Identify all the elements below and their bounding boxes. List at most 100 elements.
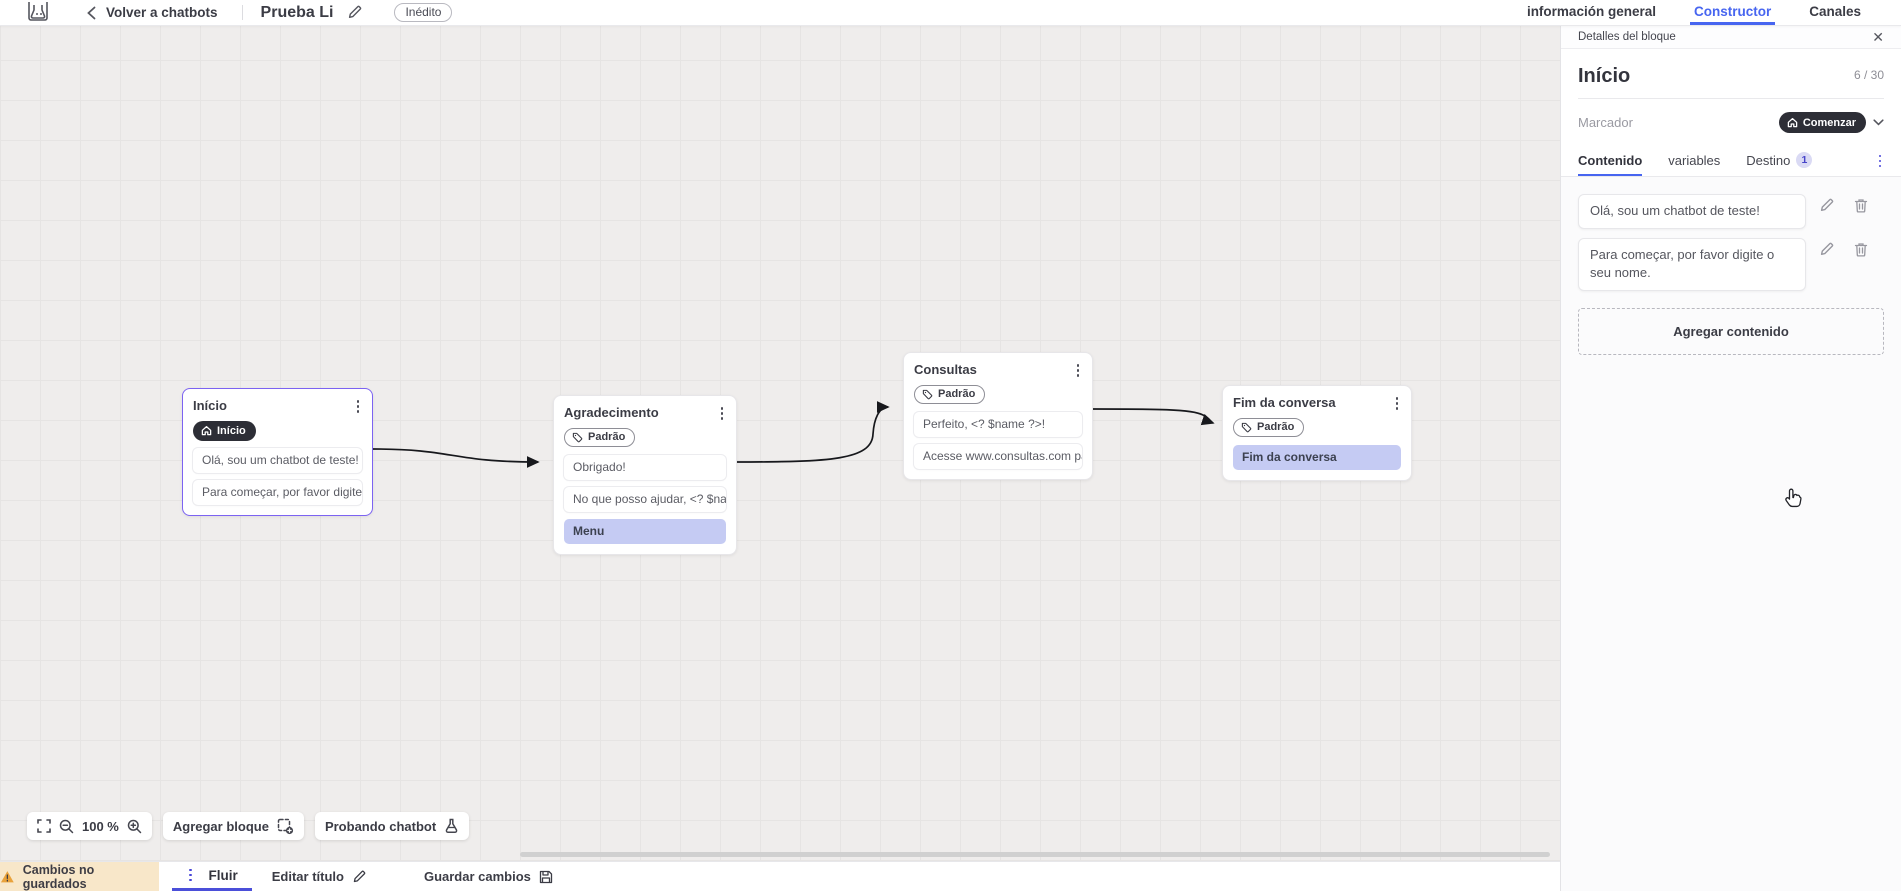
flow-block-fim-da-conversa[interactable]: Fim da conversa Padrão Fim da conversa (1222, 385, 1412, 481)
block-message-row[interactable]: Olá, sou um chatbot de teste! (193, 448, 362, 473)
fit-screen-icon[interactable] (37, 819, 51, 833)
horizontal-scrollbar[interactable] (520, 852, 1550, 857)
marker-value-button[interactable]: Comenzar (1778, 112, 1866, 133)
content-item-row: Para começar, por favor digite o seu nom… (1578, 237, 1884, 291)
type-badge: Padrão (914, 384, 986, 404)
tag-icon (1241, 422, 1252, 432)
block-message-row[interactable]: Acesse www.consultas.com par... (914, 443, 1082, 469)
close-icon[interactable]: ✕ (1872, 29, 1884, 45)
block-menu-icon[interactable] (718, 405, 727, 422)
divider (1578, 98, 1884, 99)
warning-icon (0, 870, 14, 882)
block-name-row: Início 6 / 30 (1561, 49, 1901, 98)
name-char-counter: 6 / 30 (1853, 68, 1884, 82)
content-card[interactable]: Para começar, por favor digite o seu nom… (1578, 237, 1806, 291)
flow-tab-menu-icon[interactable] (186, 867, 195, 884)
chatbot-title: Prueba Li (260, 3, 334, 21)
block-message-row[interactable]: Para começar, por favor digite o ... (193, 480, 362, 505)
content-item-row: Olá, sou um chatbot de teste! (1578, 194, 1884, 229)
tab-constructor[interactable]: Constructor (1689, 0, 1776, 25)
type-badge: Padrão (1233, 417, 1305, 437)
start-badge: Início (193, 420, 256, 441)
marker-row: Marcador Comenzar (1561, 99, 1901, 146)
destino-count-badge: 1 (1796, 152, 1813, 168)
tag-icon (922, 389, 933, 399)
save-icon (539, 870, 553, 883)
canvas-controls: 100 % Agregar bloque Probando chatbot (27, 812, 470, 840)
type-badge: Padrão (564, 427, 636, 447)
tab-contenido[interactable]: Contenido (1578, 146, 1643, 176)
zoom-out-icon[interactable] (59, 819, 74, 834)
pencil-icon[interactable] (1819, 242, 1834, 257)
flow-block-inicio[interactable]: Início Início Olá, sou um chatbot de tes… (182, 388, 373, 516)
top-bar: Volver a chatbots Prueba Li Inédito info… (0, 0, 1901, 26)
block-title: Agradecimento (564, 405, 659, 420)
home-icon (201, 426, 212, 436)
block-message-row[interactable]: Obrigado! (564, 454, 726, 480)
flow-tab-fluir[interactable]: Fluir (172, 862, 252, 891)
chevron-left-icon (87, 6, 96, 20)
unsaved-changes-badge: Cambios no guardados (0, 862, 159, 891)
block-rows: Fim da conversa (1233, 444, 1401, 470)
builder-tabs: información general Constructor Canales (1523, 0, 1865, 25)
save-changes-button[interactable]: Guardar cambios (424, 862, 553, 891)
back-label: Volver a chatbots (106, 5, 218, 20)
flow-tab-label: Fluir (208, 867, 238, 883)
panel-menu-icon[interactable] (1876, 153, 1885, 170)
bottom-bar: Cambios no guardados Fluir Editar título… (0, 861, 1560, 891)
tab-canales[interactable]: Canales (1809, 3, 1861, 19)
zoom-level: 100 % (82, 818, 119, 834)
tab-informacion-general[interactable]: información general (1526, 3, 1656, 19)
block-title: Fim da conversa (1233, 395, 1336, 410)
edit-title-pencil-icon[interactable] (347, 5, 362, 20)
block-message-row[interactable]: Fim da conversa (1233, 444, 1401, 470)
test-chatbot-button[interactable]: Probando chatbot (314, 812, 470, 840)
add-content-button[interactable]: Agregar contenido (1578, 307, 1884, 355)
trash-icon[interactable] (1854, 198, 1868, 213)
test-chatbot-label: Probando chatbot (324, 818, 437, 834)
block-menu-icon[interactable] (354, 398, 363, 415)
add-block-label: Agregar bloque (172, 818, 269, 834)
back-to-chatbots-button[interactable]: Volver a chatbots (87, 5, 218, 20)
block-message-row[interactable]: No que posso ajudar, <? $name ... (564, 486, 726, 512)
block-rows: Obrigado! No que posso ajudar, <? $name .… (564, 454, 726, 544)
content-tab-body: Olá, sou um chatbot de teste! Para começa… (1561, 177, 1901, 891)
block-title: Início (193, 398, 227, 413)
pencil-icon (353, 870, 366, 882)
block-title: Consultas (914, 362, 977, 377)
trash-icon[interactable] (1854, 242, 1868, 257)
content-card[interactable]: Olá, sou um chatbot de teste! (1578, 194, 1806, 229)
zoom-controls: 100 % (27, 812, 152, 840)
flow-block-agradecimento[interactable]: Agradecimento Padrão Obrigado! No que pos… (553, 395, 737, 555)
divider (241, 5, 243, 20)
chevron-down-icon[interactable] (1873, 119, 1884, 126)
add-block-icon (277, 818, 294, 835)
block-message-row[interactable]: Menu (564, 518, 726, 544)
tag-icon (572, 432, 583, 442)
edit-title-button[interactable]: Editar título (272, 862, 366, 891)
unsaved-label: Cambios no guardados (22, 862, 95, 891)
pencil-icon[interactable] (1819, 198, 1834, 213)
block-name-field[interactable]: Início (1578, 65, 1631, 87)
panel-header: Detalles del bloque ✕ (1561, 26, 1901, 49)
marker-label: Marcador (1578, 115, 1633, 130)
status-badge: Inédito (394, 3, 453, 22)
app-logo-icon (27, 1, 49, 24)
block-rows: Olá, sou um chatbot de teste! Para começa… (193, 448, 362, 505)
block-menu-icon[interactable] (1393, 395, 1402, 412)
tab-variables[interactable]: variables (1668, 152, 1721, 168)
block-menu-icon[interactable] (1074, 362, 1083, 379)
flask-icon (444, 818, 459, 834)
mouse-cursor-pointer (1783, 487, 1805, 518)
block-details-panel: Detalles del bloque ✕ Início 6 / 30 Marc… (1560, 26, 1901, 891)
block-message-row[interactable]: Perfeito, <? $name ?>! (914, 411, 1082, 437)
add-block-button[interactable]: Agregar bloque (162, 812, 304, 840)
panel-title: Detalles del bloque (1578, 31, 1676, 43)
flow-canvas[interactable]: Início Início Olá, sou um chatbot de tes… (0, 26, 1560, 861)
flow-block-consultas[interactable]: Consultas Padrão Perfeito, <? $name ?>! A… (903, 352, 1093, 480)
zoom-in-icon[interactable] (127, 819, 142, 834)
block-rows: Perfeito, <? $name ?>! Acesse www.consult… (914, 411, 1082, 469)
